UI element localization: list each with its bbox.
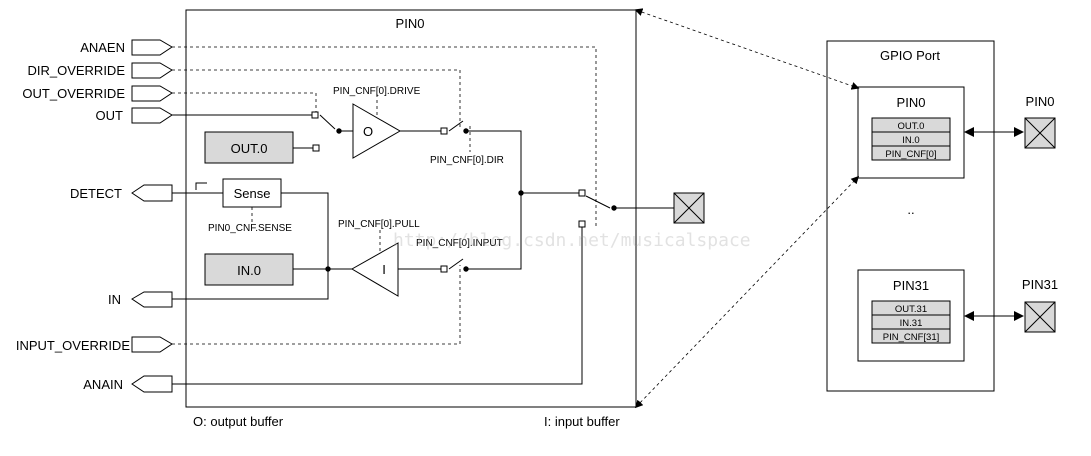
out0-terminal: [312, 144, 320, 152]
sense-to-in-wire: [172, 192, 329, 300]
out-label: OUT: [96, 108, 124, 123]
sense-edge-symbol: [195, 182, 207, 190]
junction-dot: [463, 128, 469, 134]
dir-switch-terminal: [440, 127, 448, 135]
out-override-connector: [131, 85, 173, 102]
input-override-label: INPUT_OVERRIDE: [16, 338, 130, 353]
sense-block: [222, 178, 282, 208]
input-annotation: PIN_CNF[0].INPUT: [416, 238, 503, 249]
input-override-connector: [131, 336, 173, 353]
out0-register: [204, 131, 294, 164]
external-pin31-label: PIN31: [1022, 277, 1058, 292]
input-switch-terminal: [440, 265, 448, 273]
detect-label: DETECT: [70, 186, 122, 201]
anain-connector: [131, 375, 173, 393]
port-pin0-row: [871, 145, 951, 161]
zoom-line-top: [634, 8, 860, 90]
dir-override-dashed-line: [172, 69, 461, 128]
pull-annotation: PIN_CNF[0].PULL: [338, 219, 420, 230]
input-buffer-legend: I: input buffer: [544, 414, 620, 429]
output-buffer-triangle: [352, 103, 402, 159]
anain-label: ANAIN: [83, 377, 123, 392]
input-buffer-triangle: [350, 242, 399, 297]
port-pin31-row: [871, 328, 951, 344]
out0-register-label: OUT.0: [231, 141, 268, 156]
anain-wire: [172, 227, 583, 385]
pin0-frame-title: PIN0: [396, 16, 425, 31]
out-override-switch-blade: [319, 114, 336, 130]
input-switch-blade: [448, 258, 464, 270]
junction-dot: [463, 266, 469, 272]
out-override-terminal: [311, 111, 319, 119]
dir-override-label: DIR_OVERRIDE: [27, 63, 125, 78]
port-pin31-row-label: IN.31: [900, 318, 923, 329]
external-pin0-label: PIN0: [1026, 94, 1055, 109]
output-buffer-legend: O: output buffer: [193, 414, 284, 429]
port-pin0-title: PIN0: [897, 95, 926, 110]
port-pin31-row-label: PIN_CNF[31]: [883, 332, 940, 343]
port-pin31-row-label: OUT.31: [895, 304, 927, 315]
external-pin0-pad: [1024, 117, 1056, 149]
bus-wire: [466, 130, 522, 270]
dir-switch-blade: [448, 120, 464, 132]
input-buffer-label: I: [382, 262, 386, 277]
pin0-frame: [185, 9, 637, 408]
in-connector: [131, 291, 173, 308]
input-override-dashed-line: [172, 265, 461, 345]
out-connector: [131, 107, 173, 124]
junction-dot: [325, 266, 331, 272]
analog-switch-terminal: [578, 189, 586, 197]
sense-annotation: PIN0_CNF.SENSE: [208, 223, 292, 234]
port-pin0-row-label: PIN_CNF[0]: [885, 149, 936, 160]
out-override-dashed-line: [172, 92, 317, 115]
anaen-label: ANAEN: [80, 40, 125, 55]
anain-terminal: [578, 220, 586, 228]
anaen-connector: [131, 39, 173, 56]
port-pin0-row-label: OUT.0: [898, 121, 925, 132]
dir-override-connector: [131, 62, 173, 79]
analog-switch-blade: [585, 195, 611, 209]
junction-dot: [336, 128, 342, 134]
port-pin31-title: PIN31: [893, 278, 929, 293]
out-override-label: OUT_OVERRIDE: [22, 86, 125, 101]
in0-register-label: IN.0: [237, 263, 261, 278]
zoom-line-bottom: [634, 175, 860, 409]
sense-block-label: Sense: [234, 186, 271, 201]
output-buffer-label: O: [363, 124, 373, 139]
port-ellipsis: ..: [907, 202, 914, 217]
detect-connector: [131, 184, 173, 202]
junction-dot: [611, 205, 617, 211]
watermark-text: http://blog.csdn.net/musicalspace: [393, 230, 751, 251]
pin0-pad: [673, 192, 705, 224]
dir-annotation: PIN_CNF[0].DIR: [430, 155, 504, 166]
gpio-port-frame: [826, 40, 995, 392]
external-pin31-pad: [1024, 301, 1056, 333]
in-label: IN: [108, 292, 121, 307]
port-pin0-row-label: IN.0: [902, 135, 919, 146]
junction-dot: [518, 190, 524, 196]
in0-register: [204, 253, 294, 286]
drive-annotation: PIN_CNF[0].DRIVE: [333, 86, 421, 97]
gpio-port-title: GPIO Port: [880, 48, 940, 63]
